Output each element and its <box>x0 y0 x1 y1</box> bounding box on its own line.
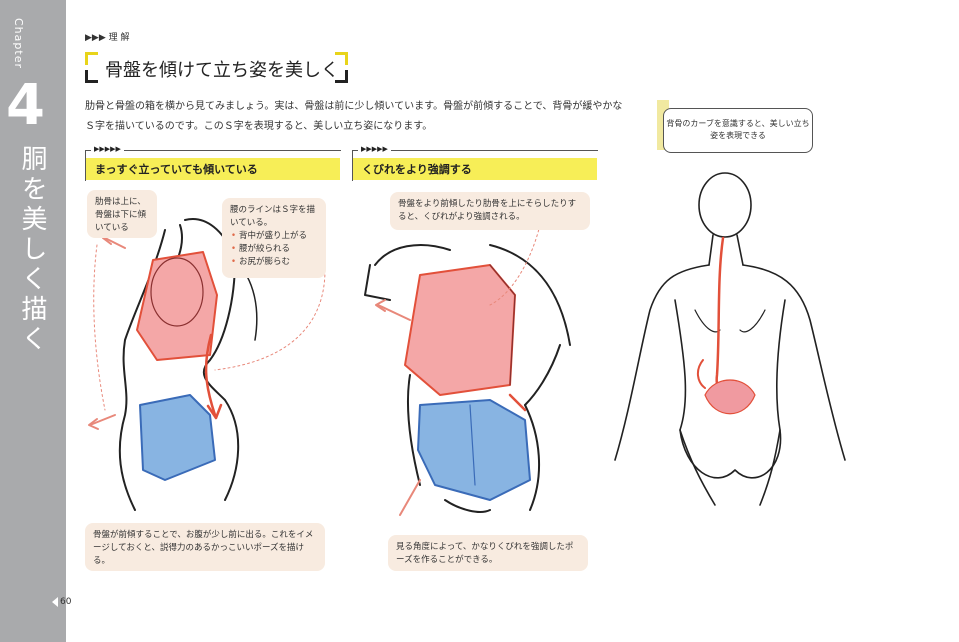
title-bracket <box>335 70 348 83</box>
section-kicker: ▶▶▶ 理 解 <box>85 33 130 43</box>
note-viewing-angle: 見る角度によって、かなりくびれを強調したポーズを作ることができる。 <box>388 535 588 571</box>
torso-outline <box>674 299 786 479</box>
note-waist-item: 腰が絞られる <box>239 243 318 256</box>
note-waist-item: お尻が膨らむ <box>239 256 318 269</box>
note-waist-item: 背中が盛り上がる <box>239 230 318 243</box>
heading-label: くびれをより強調する <box>362 163 472 176</box>
side-torso-illustration <box>88 218 326 511</box>
angled-torso-illustration <box>364 224 571 516</box>
note-emphasize-waist: 骨盤をより前傾したり肋骨を上にそらしたりすると、くびれがより強調される。 <box>390 192 590 230</box>
page-title-block: 骨盤を傾けて立ち姿を美しく <box>85 52 355 83</box>
heading-highlight <box>85 158 340 180</box>
chapter-number: 4 <box>6 73 45 138</box>
head-outline <box>698 172 752 238</box>
heading-arrows: ▶▶▶▶▶ <box>91 145 124 153</box>
s-curve-arrow <box>204 333 217 417</box>
page-tab-marker <box>52 597 58 607</box>
pelvis-highlight <box>704 379 756 415</box>
page-title: 骨盤を傾けて立ち姿を美しく <box>105 60 339 81</box>
right-arm <box>742 264 846 461</box>
spine-curve-bubble: 背骨のカーブを意識すると、美しい立ち姿を表現できる <box>663 108 813 153</box>
section-heading-1: ▶▶▶▶▶ まっすぐ立っていても傾いている <box>85 145 341 181</box>
rib-cage-box <box>404 264 516 396</box>
note-waist-title: 腰のラインはＳ字を描いている。 <box>230 205 316 228</box>
title-bracket <box>85 70 98 83</box>
section-heading-2: ▶▶▶▶▶ くびれをより強調する <box>352 145 598 181</box>
heading-rule <box>85 150 341 181</box>
pelvis-box <box>417 399 531 501</box>
left-arm <box>614 264 710 461</box>
note-pelvis-forward: 骨盤が前傾することで、お腹が少し前に出る。これをイメージしておくと、説得力のある… <box>85 523 325 571</box>
chapter-label: Chapter <box>12 18 25 69</box>
heading-highlight <box>352 158 597 180</box>
heading-arrows: ▶▶▶▶▶ <box>358 145 391 153</box>
heading-rule <box>352 150 598 181</box>
title-bracket <box>85 52 98 65</box>
note-waist-line: 腰のラインはＳ字を描いている。 背中が盛り上がる 腰が絞られる お尻が膨らむ <box>222 198 326 278</box>
page-number: 60 <box>60 597 72 607</box>
title-bracket <box>335 52 348 65</box>
note-waist-list: 背中が盛り上がる 腰が絞られる お尻が膨らむ <box>230 230 318 269</box>
rib-cage-box <box>136 251 218 361</box>
back-view-illustration <box>614 172 846 506</box>
chapter-title: 胴を美しく描く <box>17 145 47 355</box>
intro-paragraph: 肋骨と骨盤の箱を横から見てみましょう。実は、骨盤は前に少し傾いています。骨盤が前… <box>85 101 623 132</box>
heading-label: まっすぐ立っていても傾いている <box>95 163 258 176</box>
chapter-sidebar: Chapter 4 胴を美しく描く <box>0 0 66 642</box>
pelvis-box <box>139 394 216 481</box>
note-rib-pelvis: 肋骨は上に、骨盤は下に傾いている <box>87 190 157 238</box>
